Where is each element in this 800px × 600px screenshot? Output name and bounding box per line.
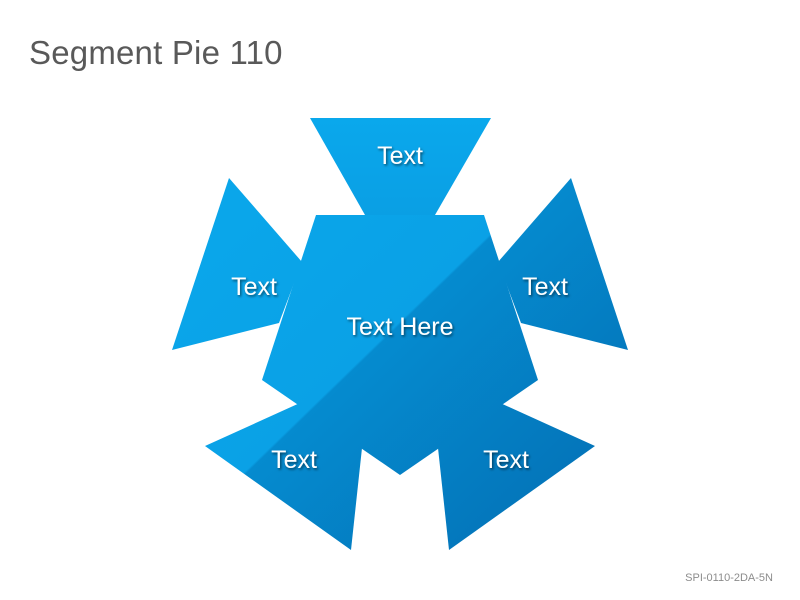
segment-top-label: Text bbox=[377, 142, 423, 170]
segment-lower-right bbox=[438, 402, 595, 550]
center-label: Text Here bbox=[347, 313, 454, 341]
footer-code: SPI-0110-2DA-5N bbox=[685, 572, 773, 584]
segment-lower-left bbox=[205, 402, 362, 550]
segment-lower-left-label: Text bbox=[271, 446, 317, 474]
segment-top bbox=[310, 118, 491, 215]
segment-upper-left-label: Text bbox=[231, 273, 277, 301]
segment-upper-left bbox=[172, 178, 302, 350]
center-pentagon bbox=[262, 215, 538, 475]
page-title: Segment Pie 110 bbox=[29, 34, 283, 71]
segment-lower-right-label: Text bbox=[483, 446, 529, 474]
segment-upper-right-label: Text bbox=[522, 273, 568, 301]
segment-upper-right bbox=[498, 178, 628, 350]
